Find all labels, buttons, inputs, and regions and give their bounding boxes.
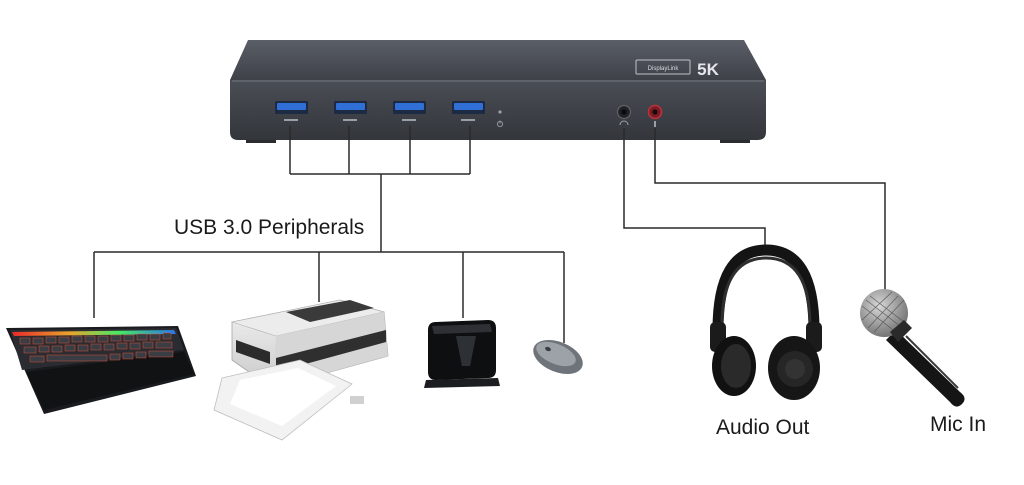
usb-port-3 [393,101,426,114]
docking-station: DisplayLink 5K [230,40,766,143]
dock-brand-mark: 5K [697,60,719,79]
audio-out-line [623,128,766,248]
audio-out-label: Audio Out [716,416,810,439]
keyboard-icon [6,326,196,414]
mic-in-line [654,128,886,290]
mic-in-label: Mic In [930,413,987,436]
usb-bracket [289,126,471,175]
status-led [498,110,502,114]
usb-port-2 [334,101,367,114]
dock-front [230,80,766,140]
power-icon [496,120,504,128]
dock-badge-text: DisplayLink [648,66,680,72]
usb-peripherals-label: USB 3.0 Peripherals [174,216,365,239]
headphones-icon [710,244,822,400]
dock-badge: DisplayLink 5K [635,59,720,79]
microphone-icon [860,289,965,407]
dock-top [230,40,766,80]
audio-out-jack [616,104,632,126]
usb-port-1 [275,101,308,114]
connection-lines [93,126,886,343]
external-drive-icon [424,320,500,388]
mouse-icon [533,340,583,374]
mic-in-jack [647,104,663,127]
port-markings [284,119,475,121]
usb-port-4 [452,101,485,114]
printer-icon [213,299,389,441]
